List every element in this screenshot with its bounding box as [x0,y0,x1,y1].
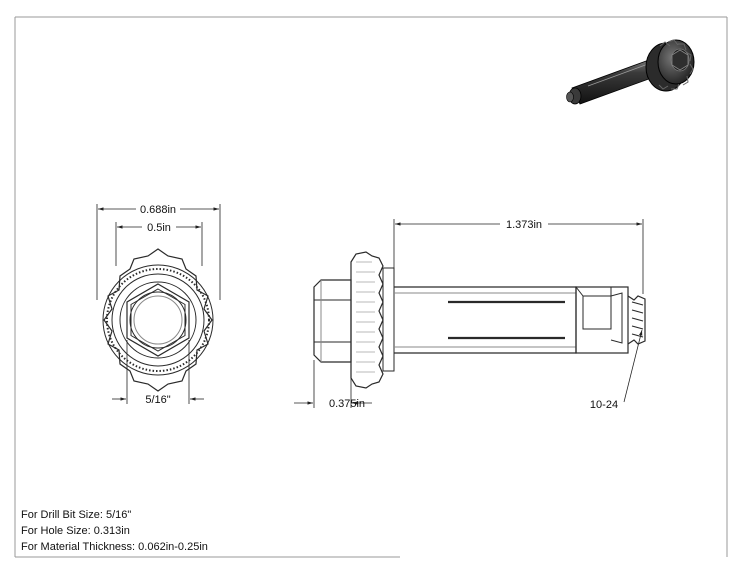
flange-ring-outer [102,264,214,376]
hex-nut-outline [126,283,190,357]
sleeve-body [394,286,577,354]
note-hole-size: For Hole Size: 0.313in [21,525,130,537]
drawing-frame [14,16,728,558]
dimension-lines [96,204,644,408]
dim-overall-length: 1.373in [506,219,542,231]
dim-outer-width: 0.688in [140,204,176,216]
hex-nut-inner [130,288,186,352]
flange-ring-knurl [106,268,210,372]
notes-block: For Drill Bit Size: 5/16" For Hole Size:… [21,509,208,553]
hex-nut-side [313,279,352,363]
dim-head-length: 0.375in [329,398,365,410]
threaded-stud [627,295,646,345]
flange-collar [382,267,395,372]
dim-thread: 10-24 [590,399,618,411]
washer-face [119,281,197,359]
dim-hex-size: 5/16" [145,394,170,406]
flange-ring-inner [111,273,205,367]
knurled-flange-side [350,251,384,389]
front-view [102,248,214,392]
nut-bore-inner [133,295,183,345]
note-drill-bit: For Drill Bit Size: 5/16" [21,509,131,521]
side-view [313,251,646,389]
nut-bore-outer [129,291,187,349]
dim-flange-width: 0.5in [147,222,171,234]
sleeve-end-cap [575,286,629,354]
isometric-render [566,39,695,105]
dimension-labels: 0.688in 0.5in 5/16" 1.373in 0.375in 10-2… [140,204,618,411]
note-material-thickness: For Material Thickness: 0.062in-0.25in [21,541,208,553]
